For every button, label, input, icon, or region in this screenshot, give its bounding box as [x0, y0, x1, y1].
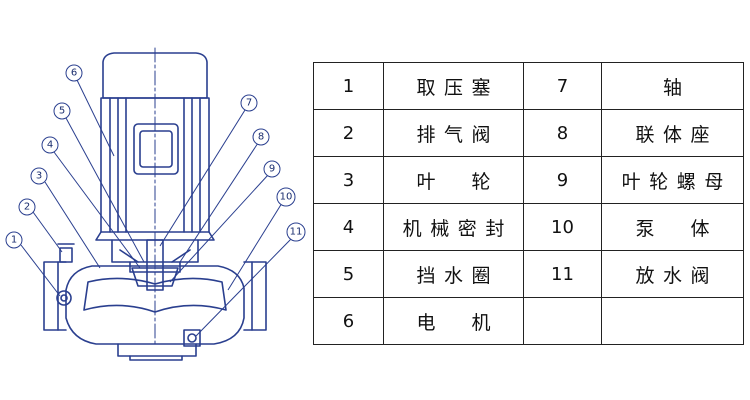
callout-7: 7: [240, 94, 258, 112]
callout-8: 8: [252, 128, 270, 146]
callout-label: 3: [36, 171, 42, 182]
part-number: 11: [523, 250, 602, 298]
part-number: [523, 297, 602, 345]
part-name: 排气阀: [383, 109, 524, 157]
part-name: [601, 297, 744, 345]
part-number: 1: [313, 62, 384, 110]
pump-cross-section-diagram: 1 2 3 4 5 6 7 8 9 10 11: [5, 47, 306, 361]
part-name: 联体座: [601, 109, 744, 157]
inlet-flange: [43, 261, 72, 331]
vent-valve: [57, 243, 75, 263]
callout-label: 7: [246, 98, 252, 109]
callout-10: 10: [276, 187, 296, 207]
callout-label: 4: [47, 140, 53, 151]
callout-label: 2: [24, 202, 30, 213]
pump-body: [65, 265, 245, 361]
part-name: 泵 体: [601, 203, 744, 251]
part-name: 放水阀: [601, 250, 744, 298]
outlet-flange: [243, 261, 267, 331]
table-row: 3 叶 轮 9 叶轮螺母: [313, 156, 744, 204]
table-row: 1 取压塞 7 轴: [313, 62, 744, 110]
callout-6: 6: [65, 64, 83, 82]
part-number: 2: [313, 109, 384, 157]
part-name: 挡水圈: [383, 250, 524, 298]
part-number: 8: [523, 109, 602, 157]
table-row: 4 机械密封 10 泵 体: [313, 203, 744, 251]
callout-9: 9: [263, 160, 281, 178]
callout-label: 9: [269, 164, 275, 175]
callout-label: 6: [71, 68, 77, 79]
callout-4: 4: [41, 136, 59, 154]
table-row: 6 电 机: [313, 297, 744, 345]
part-name: 取压塞: [383, 62, 524, 110]
part-number: 10: [523, 203, 602, 251]
part-name: 轴: [601, 62, 744, 110]
table-row: 5 挡水圈 11 放水阀: [313, 250, 744, 298]
part-number: 7: [523, 62, 602, 110]
callout-label: 8: [258, 132, 264, 143]
part-number: 4: [313, 203, 384, 251]
callout-1: 1: [5, 231, 23, 249]
part-number: 6: [313, 297, 384, 345]
callout-2: 2: [18, 198, 36, 216]
drain-valve-bolt: [187, 333, 197, 343]
callout-label: 1: [11, 235, 17, 246]
callout-label: 10: [280, 192, 293, 203]
part-number: 3: [313, 156, 384, 204]
part-name: 机械密封: [383, 203, 524, 251]
callout-5: 5: [53, 102, 71, 120]
drain-valve: [183, 329, 201, 347]
parts-table: 1 取压塞 7 轴 2 排气阀 8 联体座 3 叶 轮 9 叶轮螺母 4 机械密…: [313, 62, 744, 345]
part-number: 5: [313, 250, 384, 298]
part-number: 9: [523, 156, 602, 204]
part-name: 叶 轮: [383, 156, 524, 204]
part-name: 电 机: [383, 297, 524, 345]
table-row: 2 排气阀 8 联体座: [313, 109, 744, 157]
callout-label: 11: [290, 227, 303, 238]
leader-lines: [20, 79, 293, 337]
callout-label: 5: [59, 106, 65, 117]
callout-11: 11: [286, 222, 306, 242]
callout-3: 3: [30, 167, 48, 185]
part-name: 叶轮螺母: [601, 156, 744, 204]
impeller: [131, 267, 179, 287]
